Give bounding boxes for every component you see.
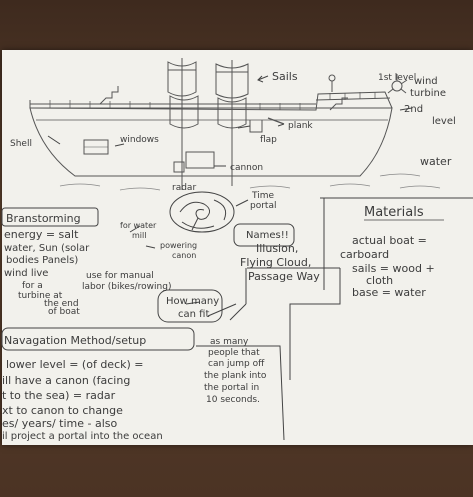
label-windows: windows	[120, 135, 159, 145]
navigation-line: il project a portal into the ocean	[2, 431, 163, 442]
names-line: Flying Cloud,	[240, 256, 311, 269]
label-flap: flap	[260, 135, 277, 145]
water-lines	[59, 173, 441, 191]
navigation-line: es/ years/ time - also	[2, 417, 118, 430]
brainstorm-line: for a	[22, 281, 43, 291]
navigation-line: ill have a canon (facing	[2, 374, 130, 387]
how-many-answer: the plank into	[204, 371, 267, 381]
materials-item: carboard	[340, 248, 389, 261]
brainstorming-title: Branstorming	[6, 212, 81, 225]
brainstorm-line: water, Sun (solar	[4, 243, 90, 254]
navigation-title: Navagation Method/setup	[4, 334, 146, 347]
brainstorm-line: turbine at	[18, 291, 63, 301]
how-many-answer: can jump off	[208, 359, 265, 369]
brainstorm-line: bodies Panels)	[6, 255, 78, 266]
label-second-level: 2nd	[404, 104, 423, 115]
materials-item: base = water	[352, 286, 426, 299]
manual-label: labor (bikes/rowing)	[82, 282, 171, 292]
label-water: water	[420, 155, 452, 168]
label-level: level	[432, 116, 456, 127]
materials-title: Materials	[364, 205, 424, 220]
names-box	[233, 223, 295, 247]
materials-item: actual boat =	[352, 234, 427, 247]
upper-deck-rail	[29, 91, 393, 111]
brainstorm-line: of boat	[48, 307, 80, 317]
how-many-answer: as many	[210, 337, 249, 347]
annotation-arrows	[47, 75, 413, 317]
navigation-line: xt to canon to change	[2, 404, 123, 417]
label-shell: Shell	[10, 139, 32, 149]
powering-label: powering	[160, 241, 197, 250]
label-sails: Sails	[272, 70, 298, 83]
how-many-box	[157, 289, 223, 323]
flap	[249, 120, 263, 133]
label-turbine: turbine	[410, 88, 446, 99]
brainstorming-box	[1, 207, 99, 227]
sail-2	[169, 95, 199, 129]
navigation-line: lower level = (of deck) =	[6, 358, 144, 371]
navigation-box	[1, 327, 195, 351]
sail-4	[217, 97, 247, 129]
brainstorm-line: energy = salt	[4, 228, 79, 241]
sail-1	[167, 61, 197, 97]
materials-item: cloth	[366, 274, 393, 287]
how-many-title: How many	[166, 296, 219, 307]
stairs-right	[329, 97, 348, 111]
how-many-answer: the portal in	[204, 383, 259, 393]
names-line: Illusion,	[256, 242, 298, 255]
plank	[267, 117, 285, 125]
how-many-answer: people that	[208, 348, 260, 358]
paper-sheet	[2, 50, 473, 445]
brainstorm-line: wind live	[4, 268, 48, 279]
materials-border	[320, 197, 473, 290]
label-cannon: cannon	[230, 163, 263, 173]
names-line: Passage Way	[248, 270, 320, 283]
label-first-level: 1st level	[378, 73, 416, 83]
time-portal-icon	[169, 191, 235, 233]
brainstorm-line: the end	[44, 299, 79, 309]
hull	[29, 107, 393, 177]
label-portal: portal	[250, 201, 276, 211]
navigation-line: t to the sea) = radar	[2, 389, 116, 402]
stairs-left	[99, 86, 119, 105]
water-mill-label: for water	[120, 221, 157, 230]
label-wind: wind	[414, 76, 438, 87]
ship-drawing	[29, 58, 408, 190]
materials-item: sails = wood +	[352, 262, 435, 275]
label-time: Time	[251, 191, 274, 201]
manual-label: use for manual	[86, 271, 154, 281]
cannon-box	[185, 151, 215, 169]
how-many-title: can fit	[178, 309, 209, 320]
how-many-answer: 10 seconds.	[206, 395, 260, 405]
label-radar: radar	[172, 183, 196, 193]
radar-box	[173, 161, 185, 173]
powering-label: canon	[172, 251, 196, 260]
label-plank: plank	[288, 121, 313, 131]
names-title: Names!!	[246, 230, 289, 241]
sail-3	[215, 63, 249, 99]
water-mill-label: mill	[132, 231, 146, 240]
